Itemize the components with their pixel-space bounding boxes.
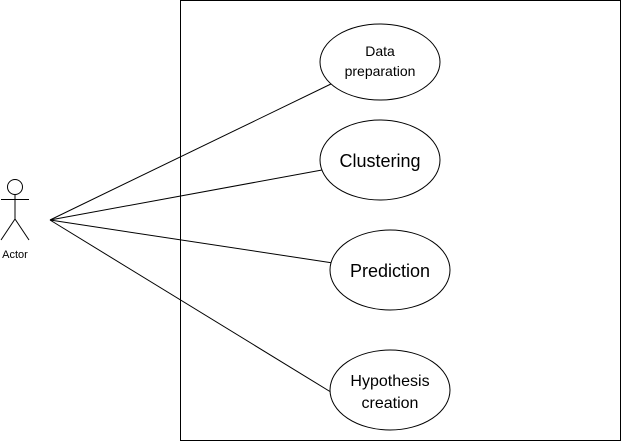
actor-label: Actor xyxy=(2,249,28,261)
use-case-clustering[interactable]: Clustering xyxy=(319,119,441,201)
use-case-label-line: Data xyxy=(365,43,395,59)
use-case-label-line: Hypothesis xyxy=(350,373,429,390)
use-case-prediction[interactable]: Prediction xyxy=(329,229,451,311)
use-case-ellipse xyxy=(329,229,451,311)
association-hypothesis-creation xyxy=(49,219,335,395)
use-case-ellipse xyxy=(319,119,441,201)
stick-figure-icon[interactable] xyxy=(0,179,30,241)
actor-head xyxy=(7,179,23,195)
use-case-label-line: preparation xyxy=(345,63,416,79)
use-case-hypothesis-creation[interactable]: Hypothesis creation xyxy=(329,349,451,431)
use-case-ellipse xyxy=(319,23,441,101)
association-data-preparation xyxy=(49,82,334,221)
actor-left-leg xyxy=(0,218,16,241)
association-clustering xyxy=(49,169,323,221)
associations xyxy=(49,82,335,395)
association-prediction xyxy=(49,219,334,264)
use-case-label-line: Clustering xyxy=(339,151,420,171)
use-case-ellipse xyxy=(329,349,451,431)
use-case-label-line: Prediction xyxy=(350,261,430,281)
actor-right-leg xyxy=(14,218,30,241)
use-case-label-line: creation xyxy=(362,395,419,412)
use-case-data-preparation[interactable]: Data preparation xyxy=(319,23,441,101)
